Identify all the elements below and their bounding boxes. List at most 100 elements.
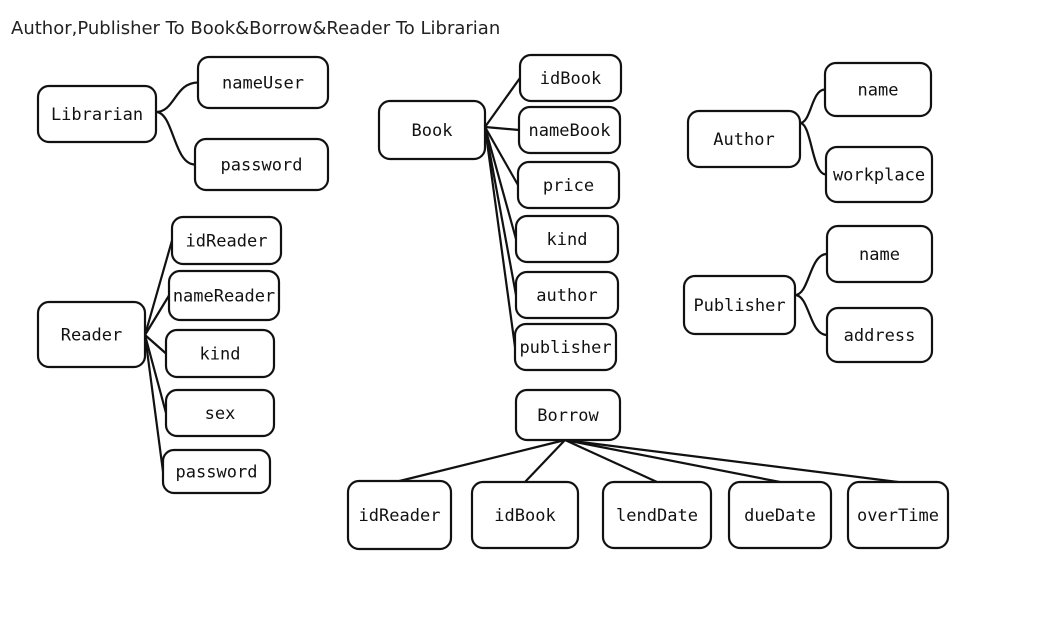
book-attribute-author: author [514,270,620,320]
reader-to-idReader-line [143,240,174,336]
entity-reader-label: Reader [61,326,122,346]
book-to-price-line [484,126,519,186]
borrow-attribute-idBook-box [470,480,580,550]
entity-author: Author [686,109,802,169]
borrow-attribute-dueDate-label: dueDate [744,506,816,526]
publisher-attribute-address: address [825,306,934,364]
entity-borrow: Borrow [514,388,622,442]
entity-author-label: Author [713,130,774,150]
book-attribute-price-box [516,160,621,210]
book-attribute-kind-box [514,214,620,264]
author-to-name-line [799,88,826,125]
diagram-title: Author,Publisher To Book&Borrow&Reader T… [11,18,501,39]
librarian-attribute-password: password [193,137,330,192]
borrow-attribute-idReader-label: idReader [359,506,441,526]
book-attribute-idBook-label: idBook [540,69,601,89]
reader-attribute-password-label: password [176,463,258,483]
book-attribute-price: price [516,160,621,210]
reader-attribute-nameReader: nameReader [167,269,281,322]
author-attribute-workplace-label: workplace [833,166,925,186]
reader-attribute-idReader-box [170,215,283,266]
borrow-to-dueDate-line [564,438,781,484]
borrow-attribute-lendDate-label: lendDate [616,506,698,526]
publisher-to-name-line [794,252,828,297]
book-attribute-publisher-label: publisher [519,338,611,358]
author-attribute-name-label: name [858,81,899,101]
book-to-author-line [483,126,518,296]
librarian-attribute-nameUser-box [196,55,330,110]
entity-book-label: Book [412,121,453,141]
author-attribute-workplace-box [824,145,934,204]
book-attribute-idBook-box [518,53,623,103]
librarian-attribute-nameUser-label: nameUser [222,74,304,94]
book-attribute-nameBook-box [517,105,622,155]
reader-attribute-sex: sex [164,388,276,438]
entity-author-box [686,109,802,169]
borrow-attribute-idReader: idReader [346,479,453,551]
librarian-attribute-nameUser: nameUser [196,55,330,110]
entity-reader-box [36,300,147,369]
borrow-attribute-idReader-box [346,479,453,551]
borrow-attribute-overTime-box [846,480,950,550]
borrow-attribute-lendDate: lendDate [601,480,713,550]
reader-to-password-line [143,334,165,472]
reader-attribute-sex-label: sex [205,404,236,424]
entity-reader: Reader [36,300,147,369]
book-attribute-kind: kind [514,214,620,264]
entity-borrow-box [514,388,622,442]
entity-librarian-box [36,84,158,144]
borrow-to-lendDate-line [564,438,658,484]
publisher-attribute-name-label: name [859,245,900,265]
book-attribute-publisher-box [513,322,618,372]
author-attribute-workplace: workplace [824,145,934,204]
book-attribute-kind-label: kind [547,230,588,250]
librarian-to-password-line [155,110,196,166]
borrow-to-overTime-line [564,438,899,484]
author-attribute-name: name [823,61,933,118]
reader-attribute-idReader-label: idReader [186,232,268,252]
borrow-attribute-idBook-label: idBook [494,506,555,526]
entity-librarian: Librarian [36,84,158,144]
entity-publisher-label: Publisher [693,296,785,316]
reader-attribute-nameReader-label: nameReader [173,287,275,307]
book-to-idBook-line [484,77,521,128]
book-attribute-author-box [514,270,620,320]
entity-publisher-box [682,274,797,336]
relationship-lines [143,77,899,484]
borrow-to-idReader-line [399,438,566,483]
reader-attribute-nameReader-box [167,269,281,322]
reader-attribute-password: password [161,448,272,495]
borrow-attribute-lendDate-box [601,480,713,550]
book-attribute-nameBook-label: nameBook [529,121,611,141]
borrow-attribute-dueDate-box [727,480,833,550]
borrow-attribute-overTime: overTime [846,480,950,550]
book-attribute-author-label: author [536,286,597,306]
borrow-to-idBook-line [524,439,566,483]
reader-to-sex-line [143,334,168,414]
reader-attribute-kind-label: kind [200,345,241,365]
publisher-attribute-name-box [825,224,934,284]
entity-librarian-label: Librarian [51,105,143,125]
reader-to-kind-line [144,334,167,355]
librarian-to-nameUser-line [155,81,199,114]
book-to-nameBook-line [484,125,520,132]
borrow-attribute-idBook: idBook [470,480,580,550]
publisher-attribute-address-label: address [844,326,916,346]
book-attribute-nameBook: nameBook [517,105,622,155]
entity-book: Book [377,99,487,161]
author-to-workplace-line [799,121,827,176]
reader-attribute-sex-box [164,388,276,438]
book-attribute-publisher: publisher [513,322,618,372]
entity-borrow-label: Borrow [537,406,599,426]
reader-to-nameReader-line [144,294,170,336]
reader-attribute-kind: kind [164,328,276,379]
borrow-attribute-dueDate: dueDate [727,480,833,550]
book-to-kind-line [483,126,518,240]
book-attribute-idBook: idBook [518,53,623,103]
reader-attribute-idReader: idReader [170,215,283,266]
librarian-attribute-password-box [193,137,330,192]
author-attribute-name-box [823,61,933,118]
book-to-publisher-line [483,126,517,348]
publisher-attribute-address-box [825,306,934,364]
reader-attribute-password-box [161,448,272,495]
